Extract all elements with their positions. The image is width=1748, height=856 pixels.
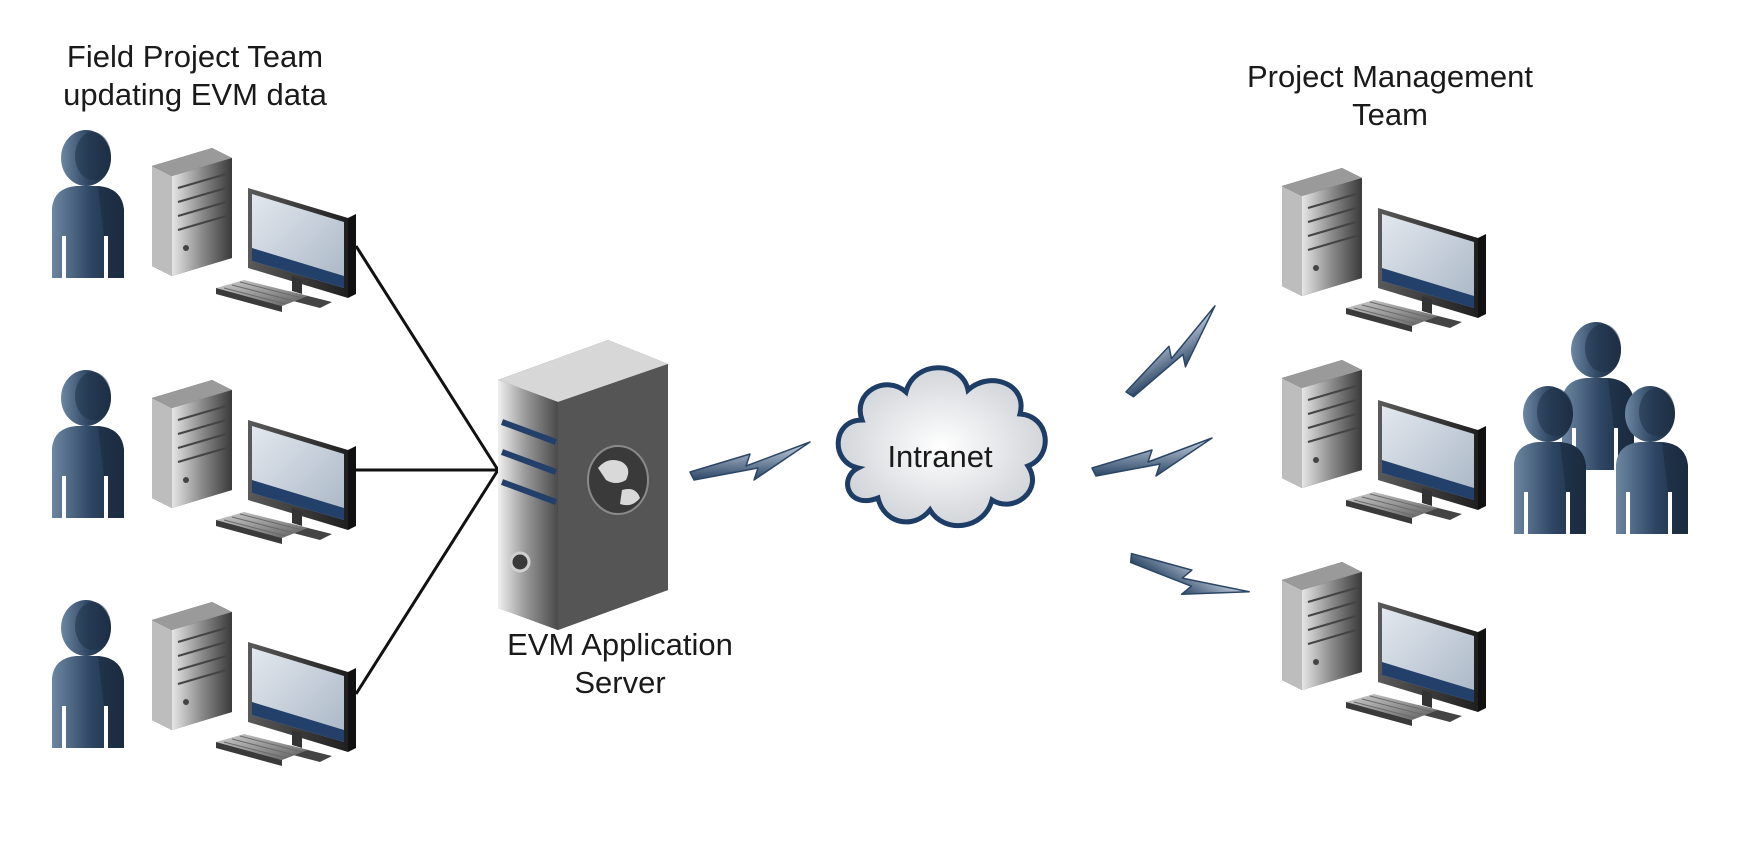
field-team-label: Field Project Team updating EVM data xyxy=(20,38,370,114)
user-icon xyxy=(52,600,124,748)
cloud-icon xyxy=(835,365,1048,528)
server-label-line-2: Server xyxy=(574,665,666,700)
wired-link-1 xyxy=(354,245,500,471)
workstation-icon xyxy=(151,601,357,767)
field-team-row-2 xyxy=(52,370,357,545)
field-team-label-line-2: updating EVM data xyxy=(63,77,327,112)
pm-team-label: Project Management Team xyxy=(1215,58,1565,134)
server-label-line-1: EVM Application xyxy=(507,627,733,662)
lightning-link-icon xyxy=(1126,527,1250,625)
user-icon xyxy=(1616,386,1688,534)
workstation-icon xyxy=(151,379,357,545)
pm-team-label-line-2: Team xyxy=(1352,97,1428,132)
wired-link-3 xyxy=(354,469,500,695)
wireless-links xyxy=(1091,305,1250,625)
lightning-link-icon xyxy=(689,441,811,481)
pm-team-label-line-1: Project Management xyxy=(1246,59,1534,94)
workstation-icon xyxy=(1281,167,1487,333)
user-group-icon xyxy=(1514,322,1688,534)
field-team-label-line-1: Field Project Team xyxy=(66,39,324,74)
lightning-link-icon xyxy=(1091,437,1213,477)
workstation-icon xyxy=(151,147,357,313)
cloud-label: Intranet xyxy=(887,439,993,474)
workstation-icon xyxy=(1281,359,1487,525)
wired-connections xyxy=(354,245,500,695)
server-icon xyxy=(498,340,668,630)
user-icon xyxy=(52,370,124,518)
server-label: EVM Application Server xyxy=(470,626,770,702)
user-icon xyxy=(52,130,124,278)
workstation-icon xyxy=(1281,561,1487,727)
globe-icon xyxy=(587,445,649,515)
field-team-row-3 xyxy=(52,600,357,767)
field-team-row-1 xyxy=(52,130,357,313)
lightning-link-icon xyxy=(1110,305,1235,400)
